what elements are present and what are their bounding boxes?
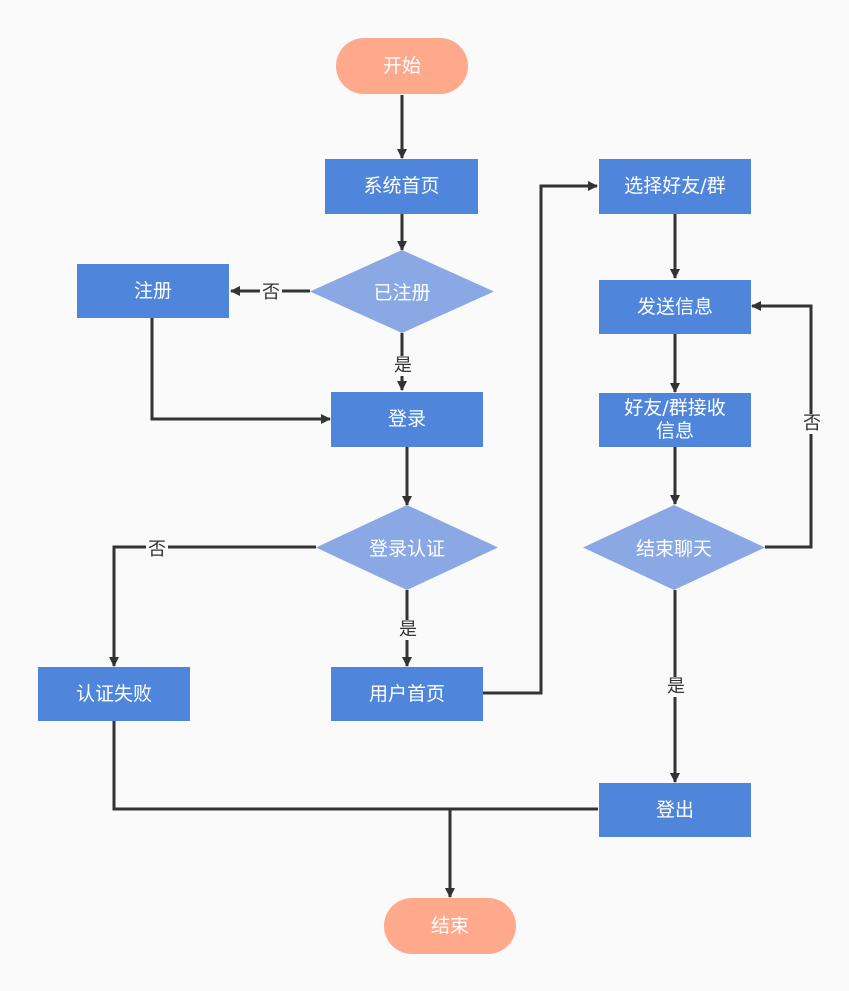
edge-register-login (150, 318, 331, 424)
select-node: 选择好友/群 (599, 159, 751, 214)
auth-no-label: 否 (146, 539, 168, 560)
registered-yes-label: 是 (392, 355, 414, 376)
receive-node: 好友/群接收 信息 (599, 393, 751, 447)
end-chat-diamond-shape (583, 505, 765, 590)
edge-auth-fail (109, 545, 316, 667)
end-chat-decision: 结束聊天 (583, 505, 765, 590)
user-home-node: 用户首页 (331, 667, 483, 721)
edge-authfail-end (112, 721, 450, 811)
auth-label: 登录认证 (368, 538, 445, 560)
registered-no-label: 否 (260, 282, 282, 303)
registered-decision: 已注册 (310, 250, 494, 333)
end-chat-yes-label: 是 (665, 676, 687, 697)
auth-yes-label: 是 (397, 619, 419, 640)
logout-node: 登出 (599, 783, 751, 837)
auth-decision: 登录认证 (316, 505, 498, 590)
home-node: 系统首页 (325, 159, 478, 214)
edge-userhome-select (483, 181, 598, 695)
send-node: 发送信息 (599, 280, 751, 334)
end-chat-no-label: 否 (801, 413, 823, 434)
end-chat-label: 结束聊天 (635, 538, 712, 560)
end-node: 结束 (384, 898, 516, 954)
edge-logout-end (445, 807, 598, 898)
auth-fail-node: 认证失败 (38, 667, 190, 721)
login-node: 登录 (331, 392, 483, 447)
start-node: 开始 (336, 38, 468, 94)
register-node: 注册 (77, 264, 229, 318)
registered-diamond-shape (310, 250, 494, 333)
auth-diamond-shape (316, 505, 498, 590)
registered-label: 已注册 (373, 282, 431, 304)
